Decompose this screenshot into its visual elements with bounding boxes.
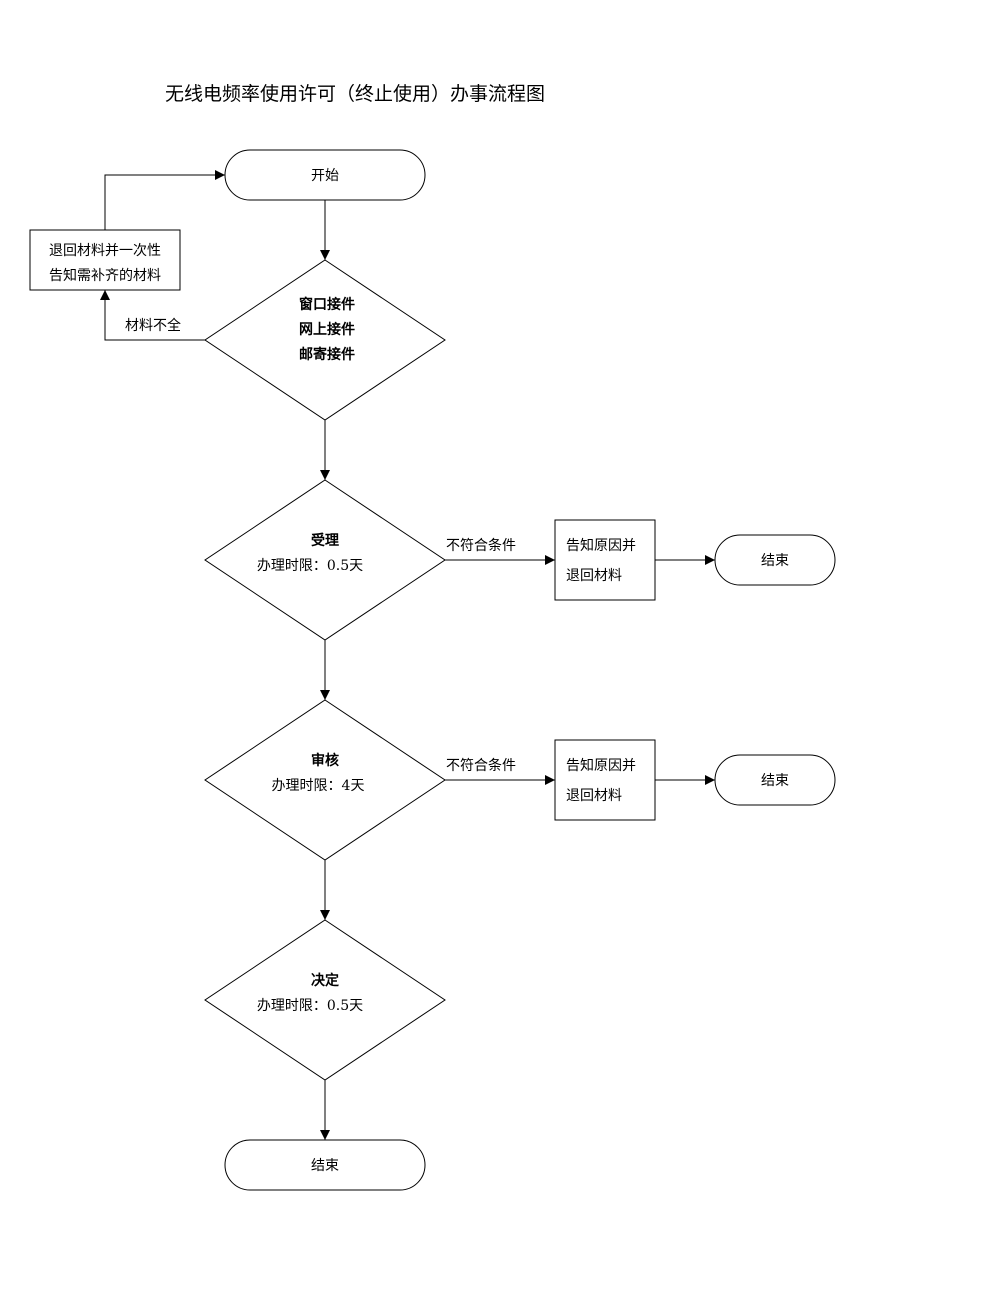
decision-label: 决定 (311, 972, 339, 989)
edge-label-incomplete: 材料不全 (125, 317, 181, 334)
intake-label-online: 网上接件 (299, 321, 355, 338)
edge-label-not-qualified-1: 不符合条件 (446, 537, 516, 554)
notify-return-2-line2: 退回材料 (566, 788, 622, 804)
end-terminal-1 (714, 534, 836, 586)
start-label: 开始 (311, 168, 339, 184)
review-label: 审核 (311, 752, 339, 769)
notify-return-box-1 (554, 519, 656, 601)
notify-return-1-line1: 告知原因并 (566, 537, 636, 554)
notify-return-box-2 (554, 739, 656, 821)
return-supplement-line1: 退回材料并一次性 (49, 243, 161, 259)
decision-time-limit: 办理时限：0.5天 (257, 998, 363, 1014)
edge-label-not-qualified-2: 不符合条件 (446, 757, 516, 774)
end-terminal-final (224, 1139, 426, 1191)
end-final-label: 结束 (311, 1158, 339, 1174)
end-terminal-2 (714, 754, 836, 806)
notify-return-2-line1: 告知原因并 (566, 757, 636, 774)
edge-return-to-start (104, 170, 225, 230)
review-time-limit: 办理时限：4天 (272, 778, 365, 794)
intake-label-window: 窗口接件 (299, 296, 355, 313)
edge-incomplete (100, 290, 205, 341)
intake-decision (204, 259, 446, 421)
return-supplement-line2: 告知需补齐的材料 (49, 267, 161, 284)
end-2-label: 结束 (761, 773, 789, 789)
end-1-label: 结束 (761, 553, 789, 569)
accept-time-limit: 办理时限：0.5天 (257, 558, 363, 574)
page-title: 无线电频率使用许可（终止使用）办事流程图 (165, 83, 545, 105)
notify-return-1-line2: 退回材料 (566, 568, 622, 584)
intake-label-mail: 邮寄接件 (299, 346, 355, 363)
accept-label: 受理 (311, 532, 339, 549)
return-supplement-box (29, 229, 181, 291)
